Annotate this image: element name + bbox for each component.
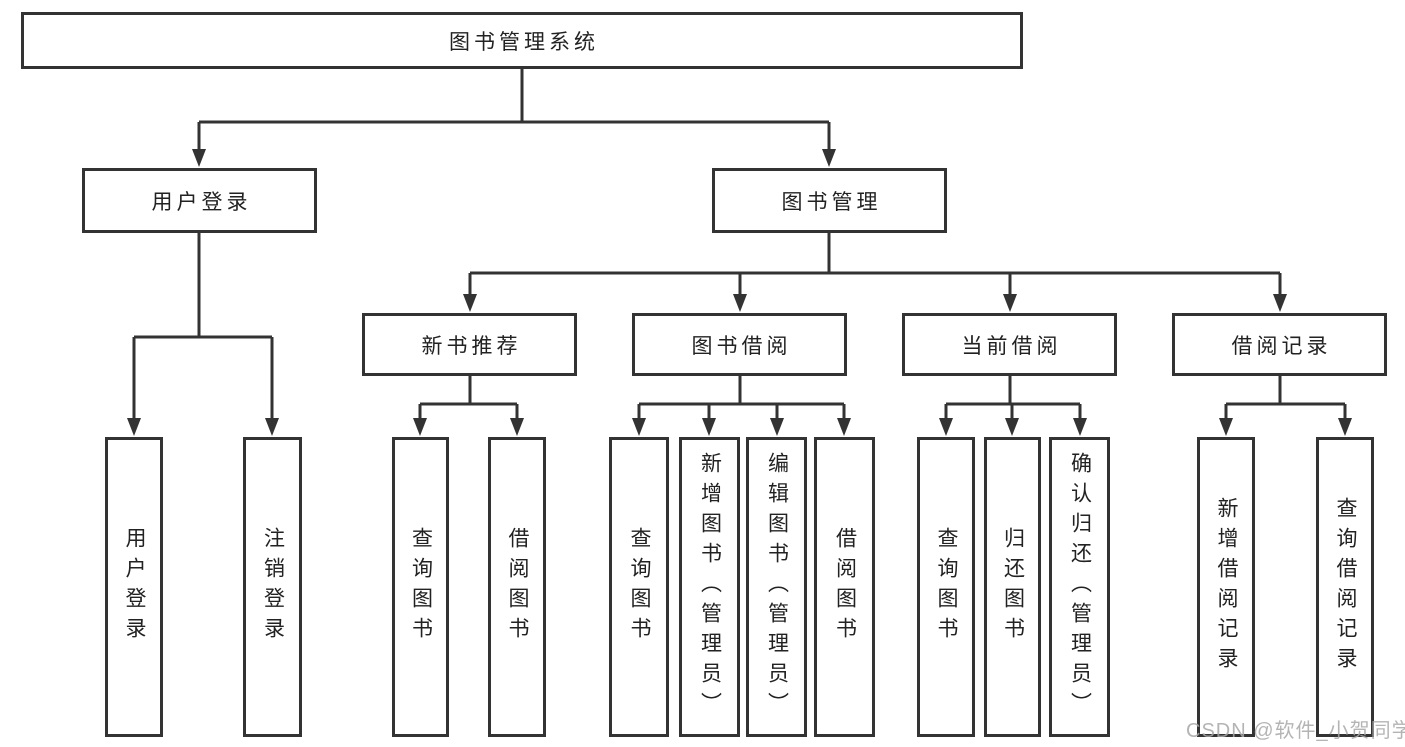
leaf-nbr-query-book: 查询图书 xyxy=(392,437,449,737)
leaf-br-add-record-label: 新增借阅记录 xyxy=(1215,497,1238,677)
leaf-nbr-borrow-book: 借阅图书 xyxy=(488,437,546,737)
arrowhead xyxy=(837,418,851,436)
arrowhead xyxy=(127,418,141,436)
arrowhead xyxy=(702,418,716,436)
node-root-label: 图书管理系统 xyxy=(449,30,599,54)
arrowhead xyxy=(463,294,477,312)
leaf-cb-confirm-return-admin-label: 确认归还（管理员） xyxy=(1068,452,1092,722)
arrowhead xyxy=(1219,418,1233,436)
leaf-br-query-record-label: 查询借阅记录 xyxy=(1334,497,1357,677)
leaf-cb-return-book-label: 归还图书 xyxy=(1001,527,1025,647)
arrowhead xyxy=(632,418,646,436)
leaf-bb-query-book-label: 查询图书 xyxy=(628,527,651,647)
node-book-mgmt-branch-label: 图书管理 xyxy=(781,190,882,214)
leaf-br-add-record: 新增借阅记录 xyxy=(1197,437,1255,737)
leaf-cb-return-book: 归还图书 xyxy=(984,437,1041,737)
node-root: 图书管理系统 xyxy=(21,12,1023,69)
arrowhead xyxy=(733,294,747,312)
node-book-mgmt-branch: 图书管理 xyxy=(712,168,947,233)
arrowhead xyxy=(822,149,836,167)
connector-bookborrow-to-leaves xyxy=(637,376,846,424)
leaf-bb-edit-book-admin: 编辑图书（管理员） xyxy=(746,437,807,737)
leaf-bb-borrow-book: 借阅图书 xyxy=(814,437,875,737)
arrowhead xyxy=(1073,418,1087,436)
node-user-login-branch: 用户登录 xyxy=(82,168,317,233)
arrowhead xyxy=(510,418,524,436)
arrowhead xyxy=(413,418,427,436)
leaf-cb-confirm-return-admin: 确认归还（管理员） xyxy=(1049,437,1110,737)
arrowhead xyxy=(1005,418,1019,436)
arrowhead xyxy=(192,149,206,167)
connector-bookmgmt-to-level3 xyxy=(468,233,1282,298)
arrowhead xyxy=(1273,294,1287,312)
arrowhead xyxy=(939,418,953,436)
csdn-watermark: CSDN @软件_小贺同学 xyxy=(1186,720,1405,742)
node-current-borrow: 当前借阅 xyxy=(902,313,1117,376)
node-book-borrow: 图书借阅 xyxy=(632,313,847,376)
node-borrow-record-label: 借阅记录 xyxy=(1231,334,1332,358)
arrowhead xyxy=(770,418,784,436)
leaf-br-query-record: 查询借阅记录 xyxy=(1316,437,1374,737)
leaf-nbr-borrow-book-label: 借阅图书 xyxy=(506,527,529,647)
connector-currentborrow-to-leaves xyxy=(944,376,1082,424)
leaf-nbr-query-book-label: 查询图书 xyxy=(409,527,433,647)
leaf-user-login: 用户登录 xyxy=(105,437,163,737)
leaf-bb-add-book-admin: 新增图书（管理员） xyxy=(679,437,740,737)
leaf-cb-query-book-label: 查询图书 xyxy=(935,527,958,647)
connector-borrowrecord-to-leaves xyxy=(1224,376,1347,424)
node-current-borrow-label: 当前借阅 xyxy=(961,334,1062,358)
leaf-user-login-label: 用户登录 xyxy=(123,527,146,647)
node-book-borrow-label: 图书借阅 xyxy=(691,334,792,358)
arrowhead xyxy=(265,418,279,436)
leaf-bb-edit-book-admin-label: 编辑图书（管理员） xyxy=(765,452,789,722)
connector-stems xyxy=(132,69,1347,424)
node-new-book-recommend: 新书推荐 xyxy=(362,313,577,376)
node-borrow-record: 借阅记录 xyxy=(1172,313,1387,376)
arrowhead xyxy=(1003,294,1017,312)
leaf-bb-borrow-book-label: 借阅图书 xyxy=(833,527,857,647)
connector-newbookrec-to-leaves xyxy=(418,376,519,424)
arrowhead xyxy=(1338,418,1352,436)
connector-arrowheads xyxy=(127,149,1352,436)
leaf-bb-query-book: 查询图书 xyxy=(609,437,669,737)
connector-userlogin-to-leaves xyxy=(132,233,274,424)
leaf-bb-add-book-admin-label: 新增图书（管理员） xyxy=(698,452,722,722)
node-user-login-branch-label: 用户登录 xyxy=(151,190,252,214)
leaf-logout-label: 注销登录 xyxy=(261,527,285,647)
leaf-logout: 注销登录 xyxy=(243,437,302,737)
connector-root-to-level2 xyxy=(197,69,831,153)
leaf-cb-query-book: 查询图书 xyxy=(917,437,975,737)
node-new-book-recommend-label: 新书推荐 xyxy=(421,334,522,358)
